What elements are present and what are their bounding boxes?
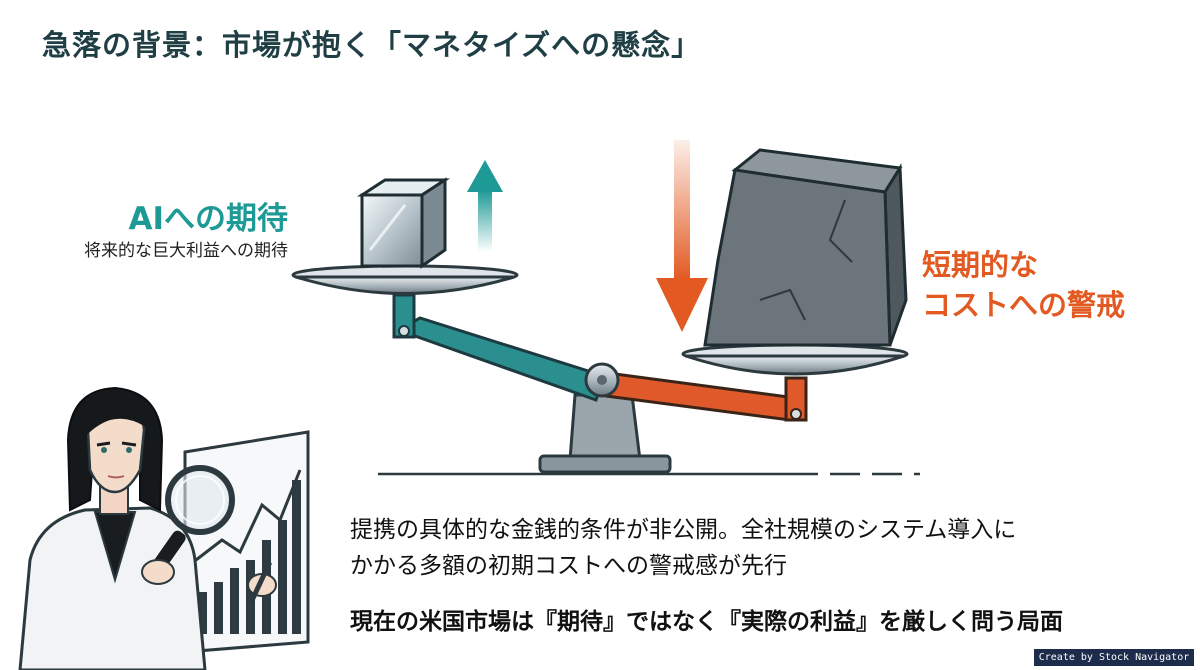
body-text-line1: 提携の具体的な金銭的条件が非公開。全社規模のシステム導入に bbox=[350, 517, 1017, 543]
credit-badge: Create by Stock Navigator bbox=[1034, 649, 1194, 666]
expectation-subtext: 将来的な巨大利益への期待 bbox=[84, 241, 288, 261]
analyst-with-magnifier-illustration bbox=[18, 386, 310, 670]
page-title: 急落の背景：市場が抱く「マネタイズへの懸念」 bbox=[42, 28, 702, 62]
concern-heading-line1: 短期的な bbox=[922, 248, 1039, 282]
body-text-line2: かかる多額の初期コストへの警戒感が先行 bbox=[350, 553, 787, 579]
body-conclusion: 現在の米国市場は『期待』ではなく『実際の利益』を厳しく問う局面 bbox=[350, 609, 1063, 635]
heavy-rock bbox=[703, 148, 908, 347]
expectation-heading: AIへの期待 bbox=[128, 201, 288, 237]
arrow-up-icon bbox=[467, 160, 503, 252]
arrow-down-icon bbox=[656, 140, 708, 332]
light-cube bbox=[356, 177, 451, 269]
balance-scale-illustration bbox=[291, 264, 909, 474]
concern-heading: 短期的な コストへの警戒 bbox=[922, 245, 1125, 325]
concern-heading-line2: コストへの警戒 bbox=[922, 288, 1126, 322]
